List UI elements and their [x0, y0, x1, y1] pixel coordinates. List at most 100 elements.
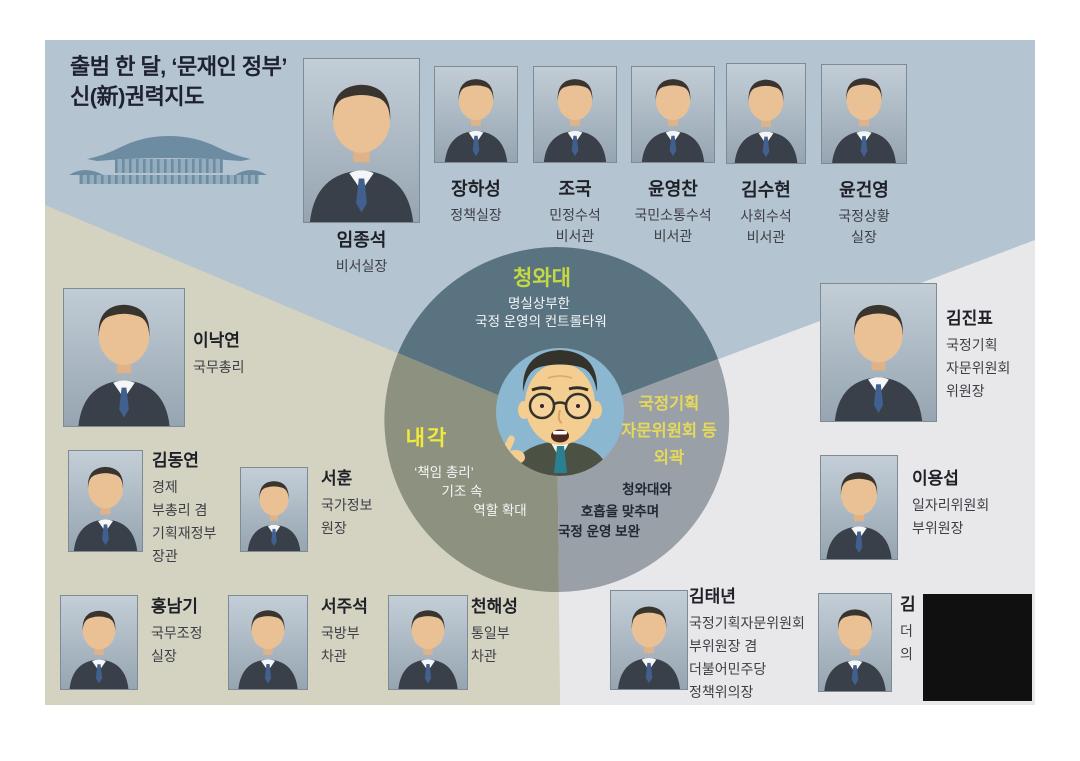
person-role-line: 비서관	[555, 228, 595, 244]
person-role-line: 국무조정	[151, 625, 203, 641]
portrait-avatar	[611, 591, 687, 689]
portrait-avatar	[534, 67, 616, 162]
person-role-line: 민정수석	[549, 207, 601, 223]
person-role-line: 차관	[471, 648, 497, 664]
portrait-photo	[820, 283, 937, 422]
portrait-photo	[60, 595, 138, 690]
person-role-line: 비서실장	[335, 258, 388, 274]
person-role-line: 더	[900, 623, 913, 639]
page-title: 출범 한 달, ‘문재인 정부’ 신(新)권력지도	[70, 52, 287, 112]
person-role-line: 위원장	[946, 383, 985, 399]
person-role-line: 일자리위원회	[912, 497, 990, 513]
section-label-cheongwadae: 청와대	[513, 267, 571, 290]
person-role-line: 통일부	[471, 625, 510, 641]
outer-desc-line: 국정 운영 보완	[557, 524, 641, 539]
person-role-line: 의	[900, 646, 913, 662]
title-line-1: 출범 한 달, ‘문재인 정부’	[70, 54, 287, 79]
portrait-avatar	[61, 596, 137, 689]
portrait-avatar	[632, 67, 714, 162]
blue-house-icon	[69, 136, 267, 184]
person-name: 김태년	[689, 587, 736, 606]
person-role-line: 정책실장	[450, 207, 502, 223]
censor-box	[923, 594, 1032, 701]
portrait-photo	[388, 595, 468, 690]
person-name: 김	[900, 595, 916, 614]
person-role-line: 부위원장 겸	[689, 638, 758, 654]
person-name: 김진표	[946, 309, 993, 328]
outer-label-line: 외곽	[653, 449, 685, 467]
portrait-photo	[820, 455, 898, 560]
portrait-avatar	[821, 284, 936, 421]
cheongwadae-desc-line: 명실상부한	[507, 296, 571, 311]
title-line-2: 신(新)권력지도	[70, 84, 204, 109]
outer-label-line: 국정기획	[638, 395, 700, 413]
person-role-line: 국정기획	[946, 337, 998, 353]
person-label: 장하성 정책실장	[450, 175, 502, 226]
person-role-line: 자문위원회	[946, 360, 1011, 376]
outer-desc-line: 호흡을 맞추며	[580, 504, 660, 519]
portrait-avatar	[64, 289, 184, 426]
person-name: 이낙연	[193, 331, 240, 350]
cabinet-desc-line: 기조 속	[441, 484, 483, 499]
person-name: 이용섭	[912, 469, 959, 488]
person-name: 김수현	[741, 180, 791, 200]
person-name: 윤영찬	[648, 179, 698, 199]
person-name: 김동연	[152, 451, 199, 470]
portrait-photo	[68, 450, 143, 552]
person-role-line: 부위원장	[912, 520, 964, 536]
section-label-outer: 국정기획 자문위원회 등 외곽	[621, 391, 717, 472]
person-name: 서주석	[321, 597, 368, 616]
portrait-avatar	[435, 67, 517, 162]
portrait-avatar	[69, 451, 142, 551]
person-name: 천해성	[471, 597, 518, 616]
person-role-line: 실장	[851, 229, 877, 245]
person-name: 서훈	[321, 469, 353, 488]
outer-label-line: 자문위원회 등	[621, 422, 717, 440]
portrait-avatar	[819, 594, 891, 691]
portrait-photo	[631, 66, 715, 163]
person-role-line: 정책위의장	[689, 684, 754, 700]
moon-jaein-caricature	[496, 348, 624, 476]
portrait-photo	[821, 64, 907, 164]
person-label: 이낙연 국무총리	[193, 326, 245, 379]
person-role-line: 국민소통수석	[634, 207, 712, 223]
portrait-photo	[63, 288, 185, 427]
person-name: 임종석	[336, 230, 387, 250]
person-role-line: 실장	[151, 648, 177, 664]
person-role-line: 비서관	[746, 229, 786, 245]
person-roles: 정책실장	[450, 205, 502, 226]
person-role-line: 기획재정부	[152, 525, 217, 541]
person-role-line: 비서관	[653, 228, 693, 244]
person-role-line: 경제	[152, 479, 178, 495]
portrait-photo	[434, 66, 518, 163]
cabinet-desc-line: 역할 확대	[473, 503, 527, 518]
portrait-photo	[240, 467, 308, 552]
person-role-line: 국정상황	[838, 208, 890, 224]
portrait-photo	[726, 63, 806, 164]
portrait-avatar	[822, 65, 906, 163]
person-name: 홍남기	[151, 597, 198, 616]
person-role-line: 국무총리	[193, 359, 245, 375]
section-label-cabinet: 내각	[405, 427, 449, 450]
portrait-photo	[228, 595, 308, 690]
cheongwadae-desc-line: 국정 운영의 컨트롤타워	[475, 314, 607, 329]
portrait-photo	[303, 58, 420, 223]
person-roles: 비서실장	[336, 256, 388, 277]
